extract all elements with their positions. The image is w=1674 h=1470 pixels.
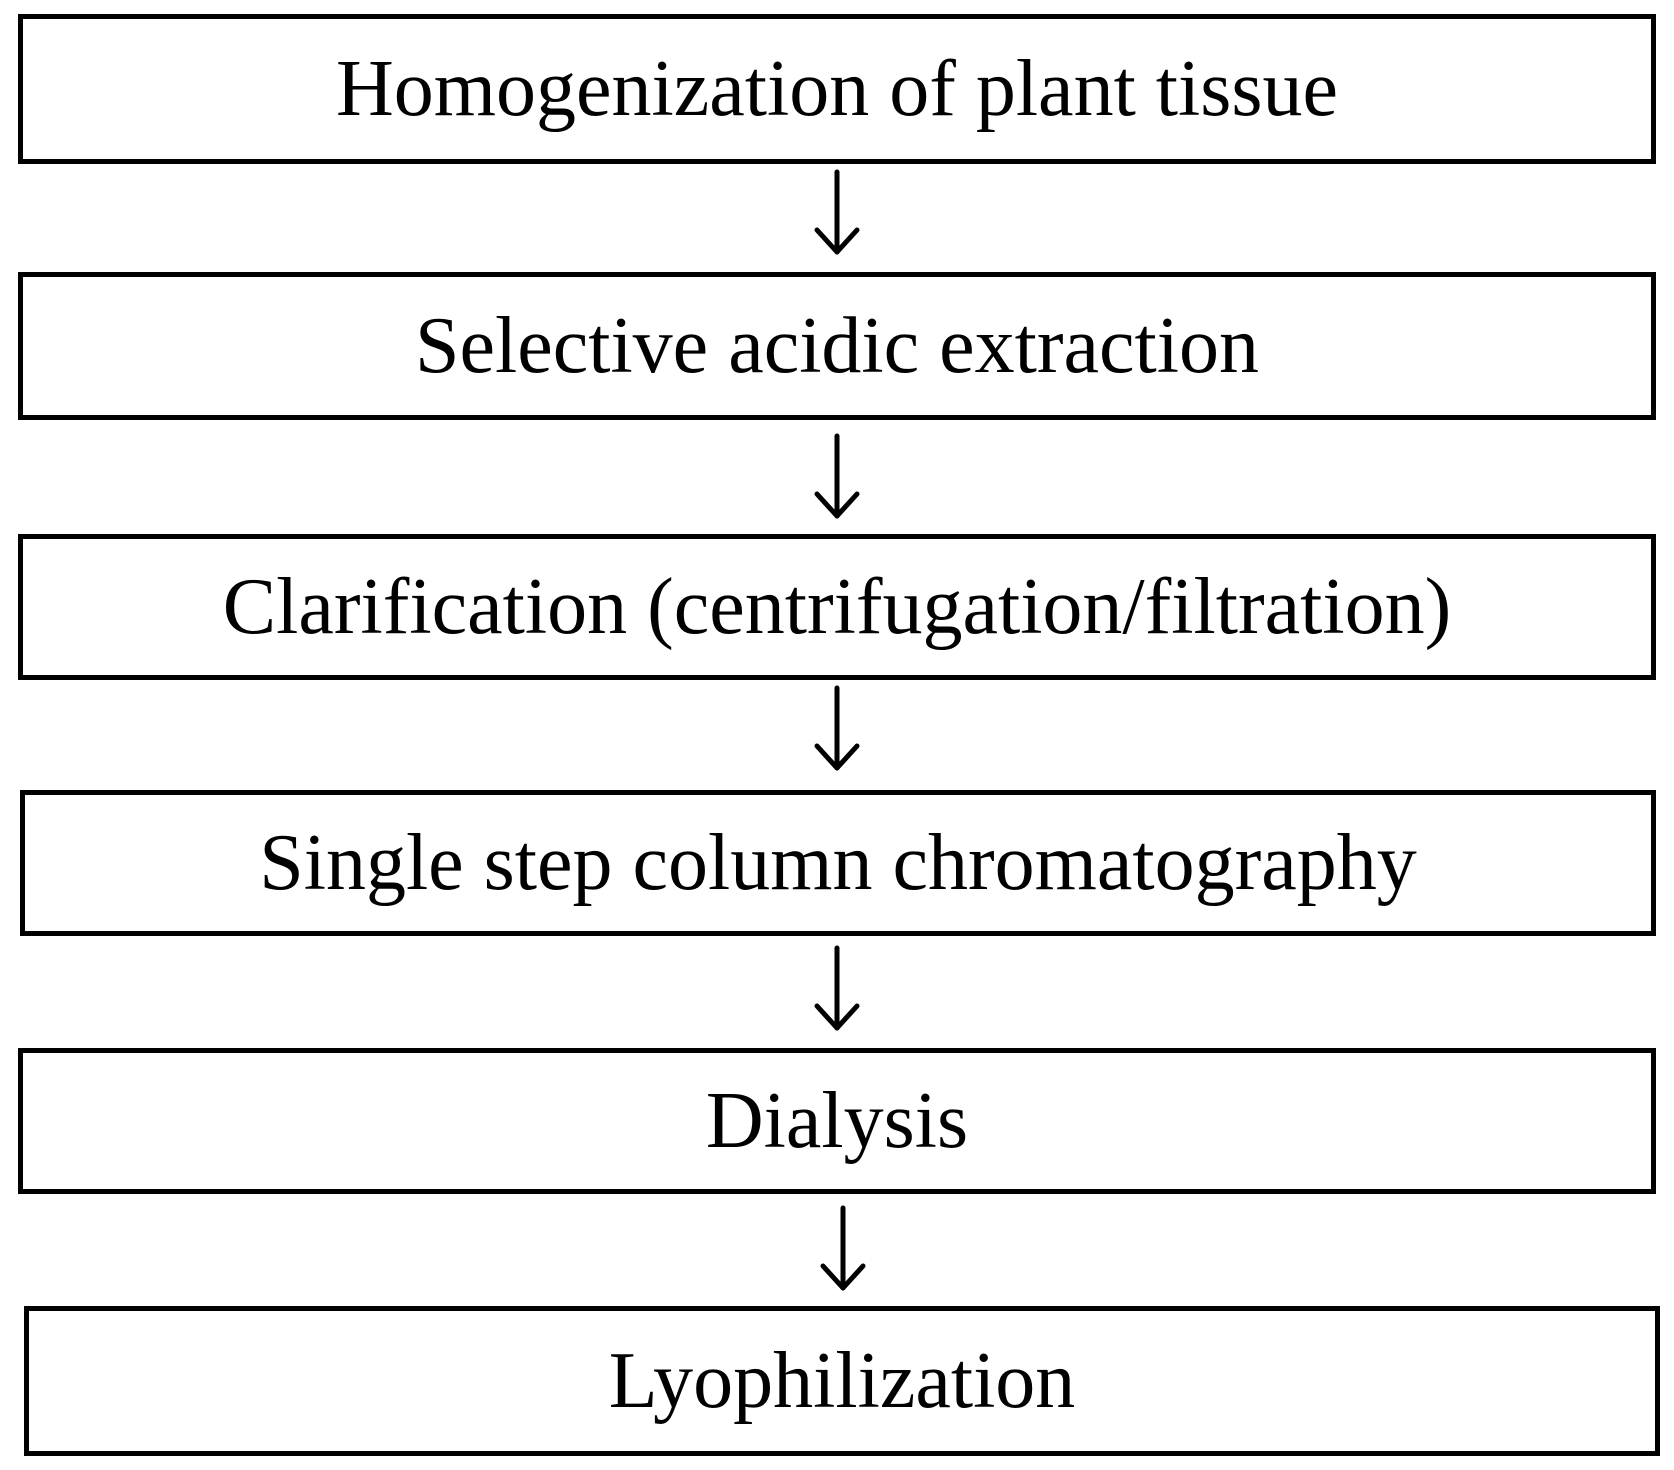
step-label: Dialysis [705, 1077, 969, 1165]
step-box-extraction: Selective acidic extraction [18, 272, 1656, 420]
step-label: Homogenization of plant tissue [335, 45, 1339, 133]
down-arrow-icon [807, 432, 867, 522]
step-label: Lyophilization [608, 1337, 1076, 1425]
down-arrow-icon [807, 684, 867, 774]
step-box-lyophilization: Lyophilization [24, 1306, 1660, 1456]
down-arrow-icon [813, 1204, 873, 1294]
down-arrow-icon [807, 944, 867, 1034]
down-arrow-icon [807, 168, 867, 258]
step-box-chromatography: Single step column chromatography [20, 790, 1656, 936]
step-label: Selective acidic extraction [414, 302, 1260, 390]
step-box-clarification: Clarification (centrifugation/filtration… [18, 534, 1656, 680]
step-label: Single step column chromatography [259, 819, 1417, 907]
step-label: Clarification (centrifugation/filtration… [222, 563, 1452, 651]
step-box-homogenization: Homogenization of plant tissue [18, 14, 1656, 164]
step-box-dialysis: Dialysis [18, 1048, 1656, 1194]
